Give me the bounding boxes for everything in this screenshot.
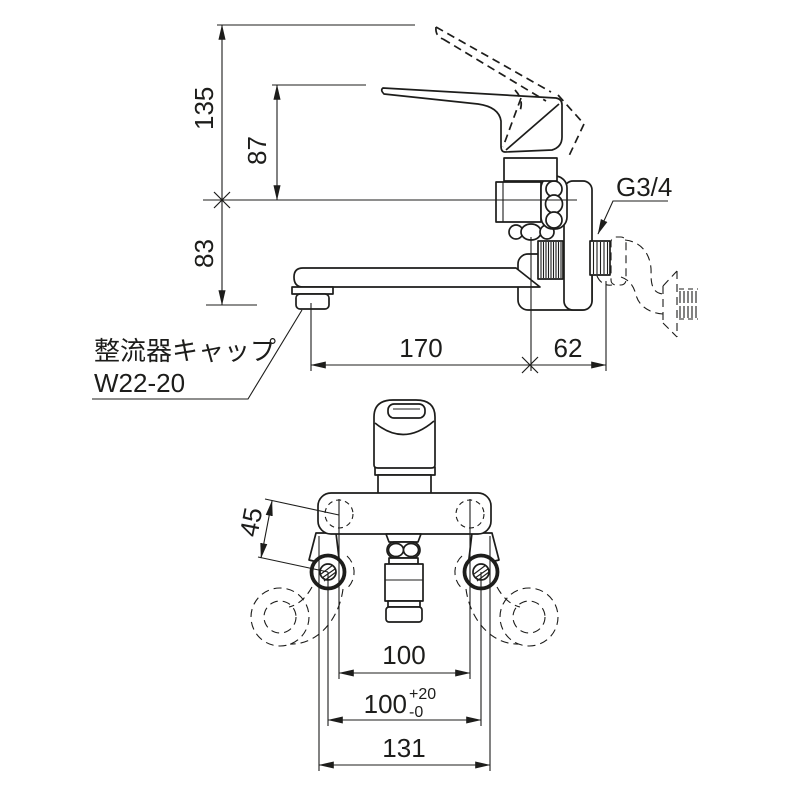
handle-front bbox=[373, 399, 436, 495]
handle-contour bbox=[374, 420, 435, 436]
ext-45-lower bbox=[257, 556, 329, 573]
oblique-mark bbox=[521, 356, 539, 374]
lever-handle bbox=[380, 87, 563, 153]
wall-pipe-dashed bbox=[596, 236, 678, 338]
faucet-body-front bbox=[250, 399, 559, 647]
dim-line-45 bbox=[260, 500, 273, 559]
handle-chamfer-edge bbox=[505, 103, 560, 151]
dim-text-135: 135 bbox=[189, 87, 219, 130]
aerator-callout: 整流器キャップ W22-20 bbox=[92, 309, 303, 400]
aerator-cap bbox=[295, 293, 330, 310]
handle-base bbox=[377, 474, 432, 495]
dim-text-170: 170 bbox=[399, 333, 442, 363]
body-bar bbox=[317, 492, 492, 535]
front-view: 45 100 100 +20 -0 131 bbox=[233, 399, 559, 771]
handle-lever-tip bbox=[387, 403, 426, 419]
dim-text-62: 62 bbox=[554, 333, 583, 363]
aerator-label-line1: 整流器キャップ bbox=[94, 336, 276, 366]
oblique-mark bbox=[213, 191, 231, 209]
ext-45-upper bbox=[264, 498, 340, 516]
joint-balls bbox=[540, 175, 568, 230]
dim-text-100-tol: 100 bbox=[364, 689, 407, 719]
side-view-dimensions: 135 87 83 170 62 G3/4 整流器キャップ W22-20 bbox=[92, 24, 672, 400]
dim-text-tol-plus: +20 bbox=[409, 686, 436, 703]
spout-blade bbox=[293, 267, 541, 288]
knurled-nut bbox=[537, 240, 564, 280]
faucet-body-side bbox=[291, 26, 698, 338]
dim-text-87: 87 bbox=[242, 136, 272, 165]
aerator-flange bbox=[291, 286, 334, 295]
dim-text-45: 45 bbox=[233, 505, 268, 539]
lever-raised-dashed bbox=[435, 26, 585, 159]
eccentric-pipes-dashed bbox=[250, 555, 559, 647]
thread-label: G3/4 bbox=[616, 172, 672, 202]
thread-stub bbox=[589, 240, 611, 276]
wall-section-hatch bbox=[679, 288, 698, 320]
cartridge-cap bbox=[503, 157, 558, 182]
dim-text-83: 83 bbox=[189, 239, 219, 268]
front-view-dimensions: 45 100 100 +20 -0 131 bbox=[233, 498, 491, 771]
side-view: 135 87 83 170 62 G3/4 整流器キャップ W22-20 bbox=[92, 24, 698, 400]
thread-callout: G3/4 bbox=[597, 172, 672, 235]
aerator-label-line2: W22-20 bbox=[94, 368, 185, 398]
dim-text-100: 100 bbox=[382, 640, 425, 670]
spout-front bbox=[384, 533, 424, 623]
dim-text-131: 131 bbox=[382, 733, 425, 763]
dim-text-tol-minus: -0 bbox=[409, 704, 423, 721]
